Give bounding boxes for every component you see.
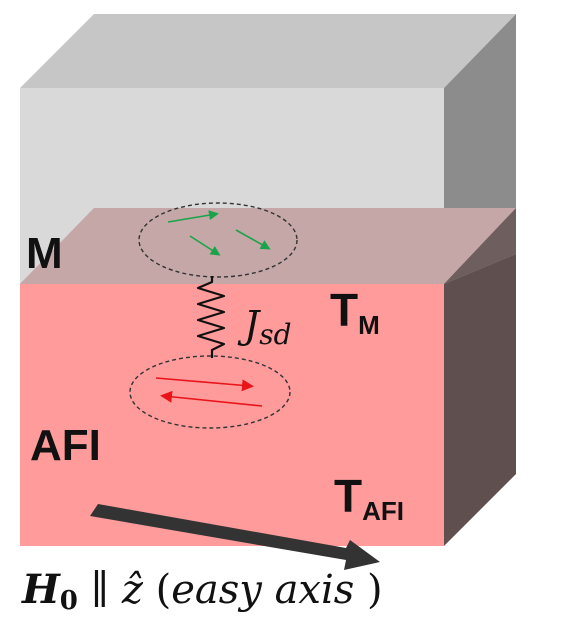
metal-spin-arrow: [235, 229, 271, 250]
metal-spin-arrow: [189, 235, 221, 256]
metal-spin-arrow: [167, 210, 219, 223]
metal-top-face: [20, 14, 516, 88]
metal-label: M: [26, 229, 63, 278]
afi-spin-arrow-left: [160, 390, 263, 407]
afi-front-face: [20, 284, 444, 546]
axis-symbol: ẑ: [121, 567, 143, 613]
metal-temperature-label: TM: [330, 284, 380, 340]
parallel-symbol: ∥: [90, 567, 110, 613]
field-arrow: [90, 504, 380, 570]
metal-side-lower: [444, 208, 516, 284]
field-symbol: H: [22, 566, 60, 613]
afi-temperature-label: TAFI: [334, 470, 404, 526]
field-caption: H0 ∥ ẑ (easy axis ): [22, 566, 562, 626]
coupling-spring: [196, 276, 226, 358]
afi-spin-ellipse: [129, 355, 291, 429]
metal-spin-ellipse: [138, 202, 298, 278]
open-paren: (: [155, 567, 172, 613]
axis-text: easy axis: [171, 567, 355, 613]
field-subscript: 0: [59, 586, 78, 616]
afi-top-edge: [20, 208, 516, 284]
close-paren: ): [367, 567, 383, 613]
afi-spin-arrow-right: [155, 377, 254, 392]
afi-label: AFI: [30, 421, 101, 470]
afi-side-face: [444, 254, 516, 546]
